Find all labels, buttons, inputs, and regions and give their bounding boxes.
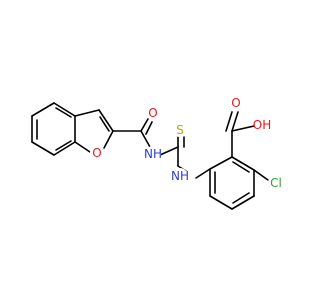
atom-o-carbonyl: O	[146, 106, 160, 120]
atom-label-s-thio: S	[176, 123, 184, 137]
carboxylic-acid-group	[225, 111, 255, 158]
chlorobenzoic-ring	[195, 156, 255, 210]
atom-o-furan: O	[90, 146, 104, 160]
atom-o-acid-carbonyl: O	[229, 96, 243, 110]
atom-oh-acid: OH	[253, 117, 271, 133]
atom-s-thio: S	[173, 123, 187, 137]
chloro-bond	[253, 169, 269, 181]
furan-ring	[74, 109, 114, 153]
atom-label-cl: Cl	[270, 176, 282, 190]
thiourea-group	[159, 136, 187, 172]
atom-label-o-carbonyl: O	[148, 106, 157, 120]
atom-label-o-furan: O	[92, 146, 101, 160]
molecule-structure: O O NH S NH O OH Cl	[31, 96, 284, 210]
atom-label-o-acid-carbonyl: O	[231, 96, 240, 110]
benzo-ring	[31, 102, 76, 156]
atom-label-nh-amide: NH	[144, 147, 162, 161]
atom-nh-amide: NH	[144, 146, 162, 162]
atom-label-nh-aniline: NH	[171, 169, 189, 183]
amide-group	[112, 118, 153, 148]
atom-nh-aniline: NH	[171, 168, 189, 184]
atom-label-oh-acid: OH	[253, 118, 271, 132]
atom-cl: Cl	[268, 175, 284, 191]
